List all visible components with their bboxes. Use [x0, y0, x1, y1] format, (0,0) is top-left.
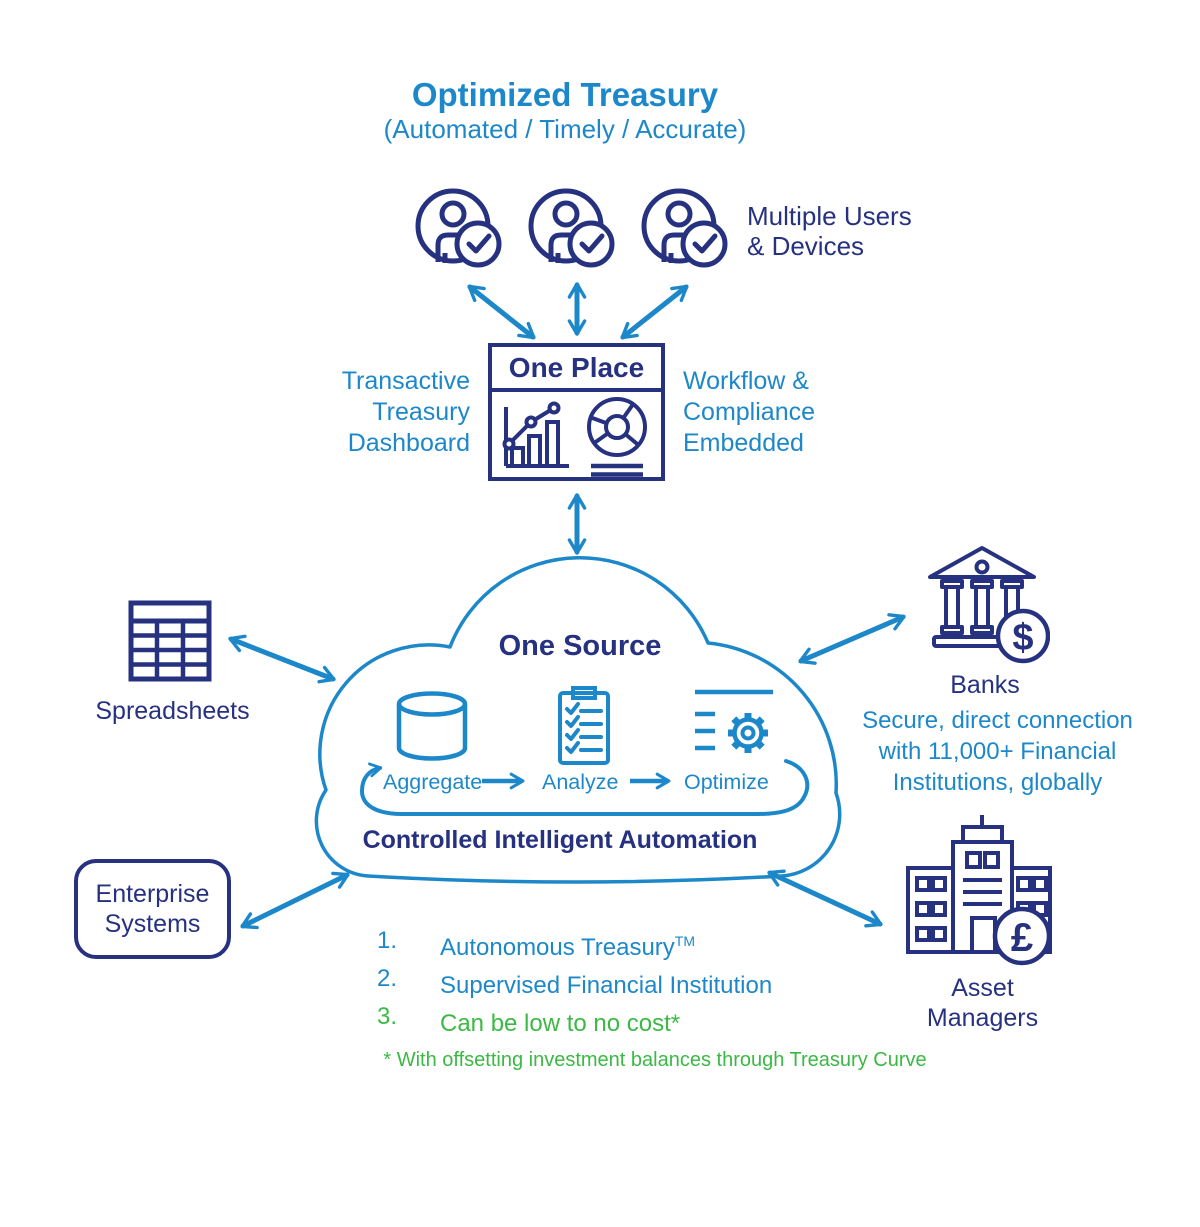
users-label: Multiple Users & Devices — [747, 201, 912, 261]
benefit-number: 3. — [377, 1003, 398, 1030]
user-check-icon — [641, 188, 728, 268]
enterprise-systems-label: Enterprise Systems — [95, 880, 210, 938]
database-icon — [396, 691, 468, 761]
gear-settings-icon — [695, 689, 773, 753]
office-building-icon: £ — [906, 815, 1052, 966]
one-source-title: One Source — [498, 630, 662, 662]
spreadsheet-table-icon — [128, 600, 212, 682]
one-place-box: One Place — [488, 343, 665, 481]
dashboard-chart-icon — [502, 401, 569, 468]
double-arrow-user1-oneplace — [467, 284, 536, 340]
user-check-icon — [528, 188, 615, 268]
user-check-icon — [415, 188, 502, 268]
spreadsheets-label: Spreadsheets — [95, 697, 250, 725]
donut-chart-icon — [586, 396, 647, 477]
benefit-item-1: 1. Autonomous TreasuryTM — [377, 926, 857, 963]
double-arrow-user3-oneplace — [620, 284, 689, 340]
banks-label: Banks — [950, 671, 1020, 699]
page-title: Optimized Treasury — [411, 76, 719, 113]
page-subtitle: (Automated / Timely / Accurate) — [383, 114, 747, 144]
enterprise-systems-box: Enterprise Systems — [74, 859, 231, 959]
banks-description: Secure, direct connection with 11,000+ F… — [862, 707, 1133, 796]
bank-icon: $ — [928, 546, 1050, 664]
benefit-number: 2. — [377, 965, 398, 992]
one-place-title: One Place — [492, 347, 661, 392]
benefit-text: Supervised Financial Institution — [440, 972, 773, 999]
flow-step-optimize: Optimize — [684, 770, 769, 794]
flow-step-aggregate: Aggregate — [383, 770, 483, 794]
dollar-symbol: $ — [1012, 617, 1033, 659]
oneplace-left-label: Transactive Treasury Dashboard — [341, 367, 470, 457]
benefit-text: Autonomous TreasuryTM — [440, 933, 696, 961]
cloud-caption: Controlled Intelligent Automation — [362, 826, 758, 854]
benefit-item-2: 2. Supervised Financial Institution — [377, 964, 857, 1001]
benefit-number: 1. — [377, 927, 398, 954]
footnote: * With offsetting investment balances th… — [383, 1049, 927, 1071]
oneplace-right-label: Workflow & Compliance Embedded — [683, 367, 816, 457]
flow-step-analyze: Analyze — [542, 770, 619, 794]
pound-symbol: £ — [1011, 916, 1033, 960]
loop-return-arrow — [359, 759, 810, 816]
benefit-item-3: 3. Can be low to no cost* — [377, 1002, 857, 1039]
checklist-icon — [558, 686, 610, 765]
benefits-list: 1. Autonomous TreasuryTM 2. Supervised F… — [377, 926, 857, 1039]
asset-managers-label: Asset Managers — [926, 974, 1039, 1032]
benefit-text: Can be low to no cost* — [440, 1010, 681, 1037]
trademark-superscript: TM — [674, 933, 696, 949]
